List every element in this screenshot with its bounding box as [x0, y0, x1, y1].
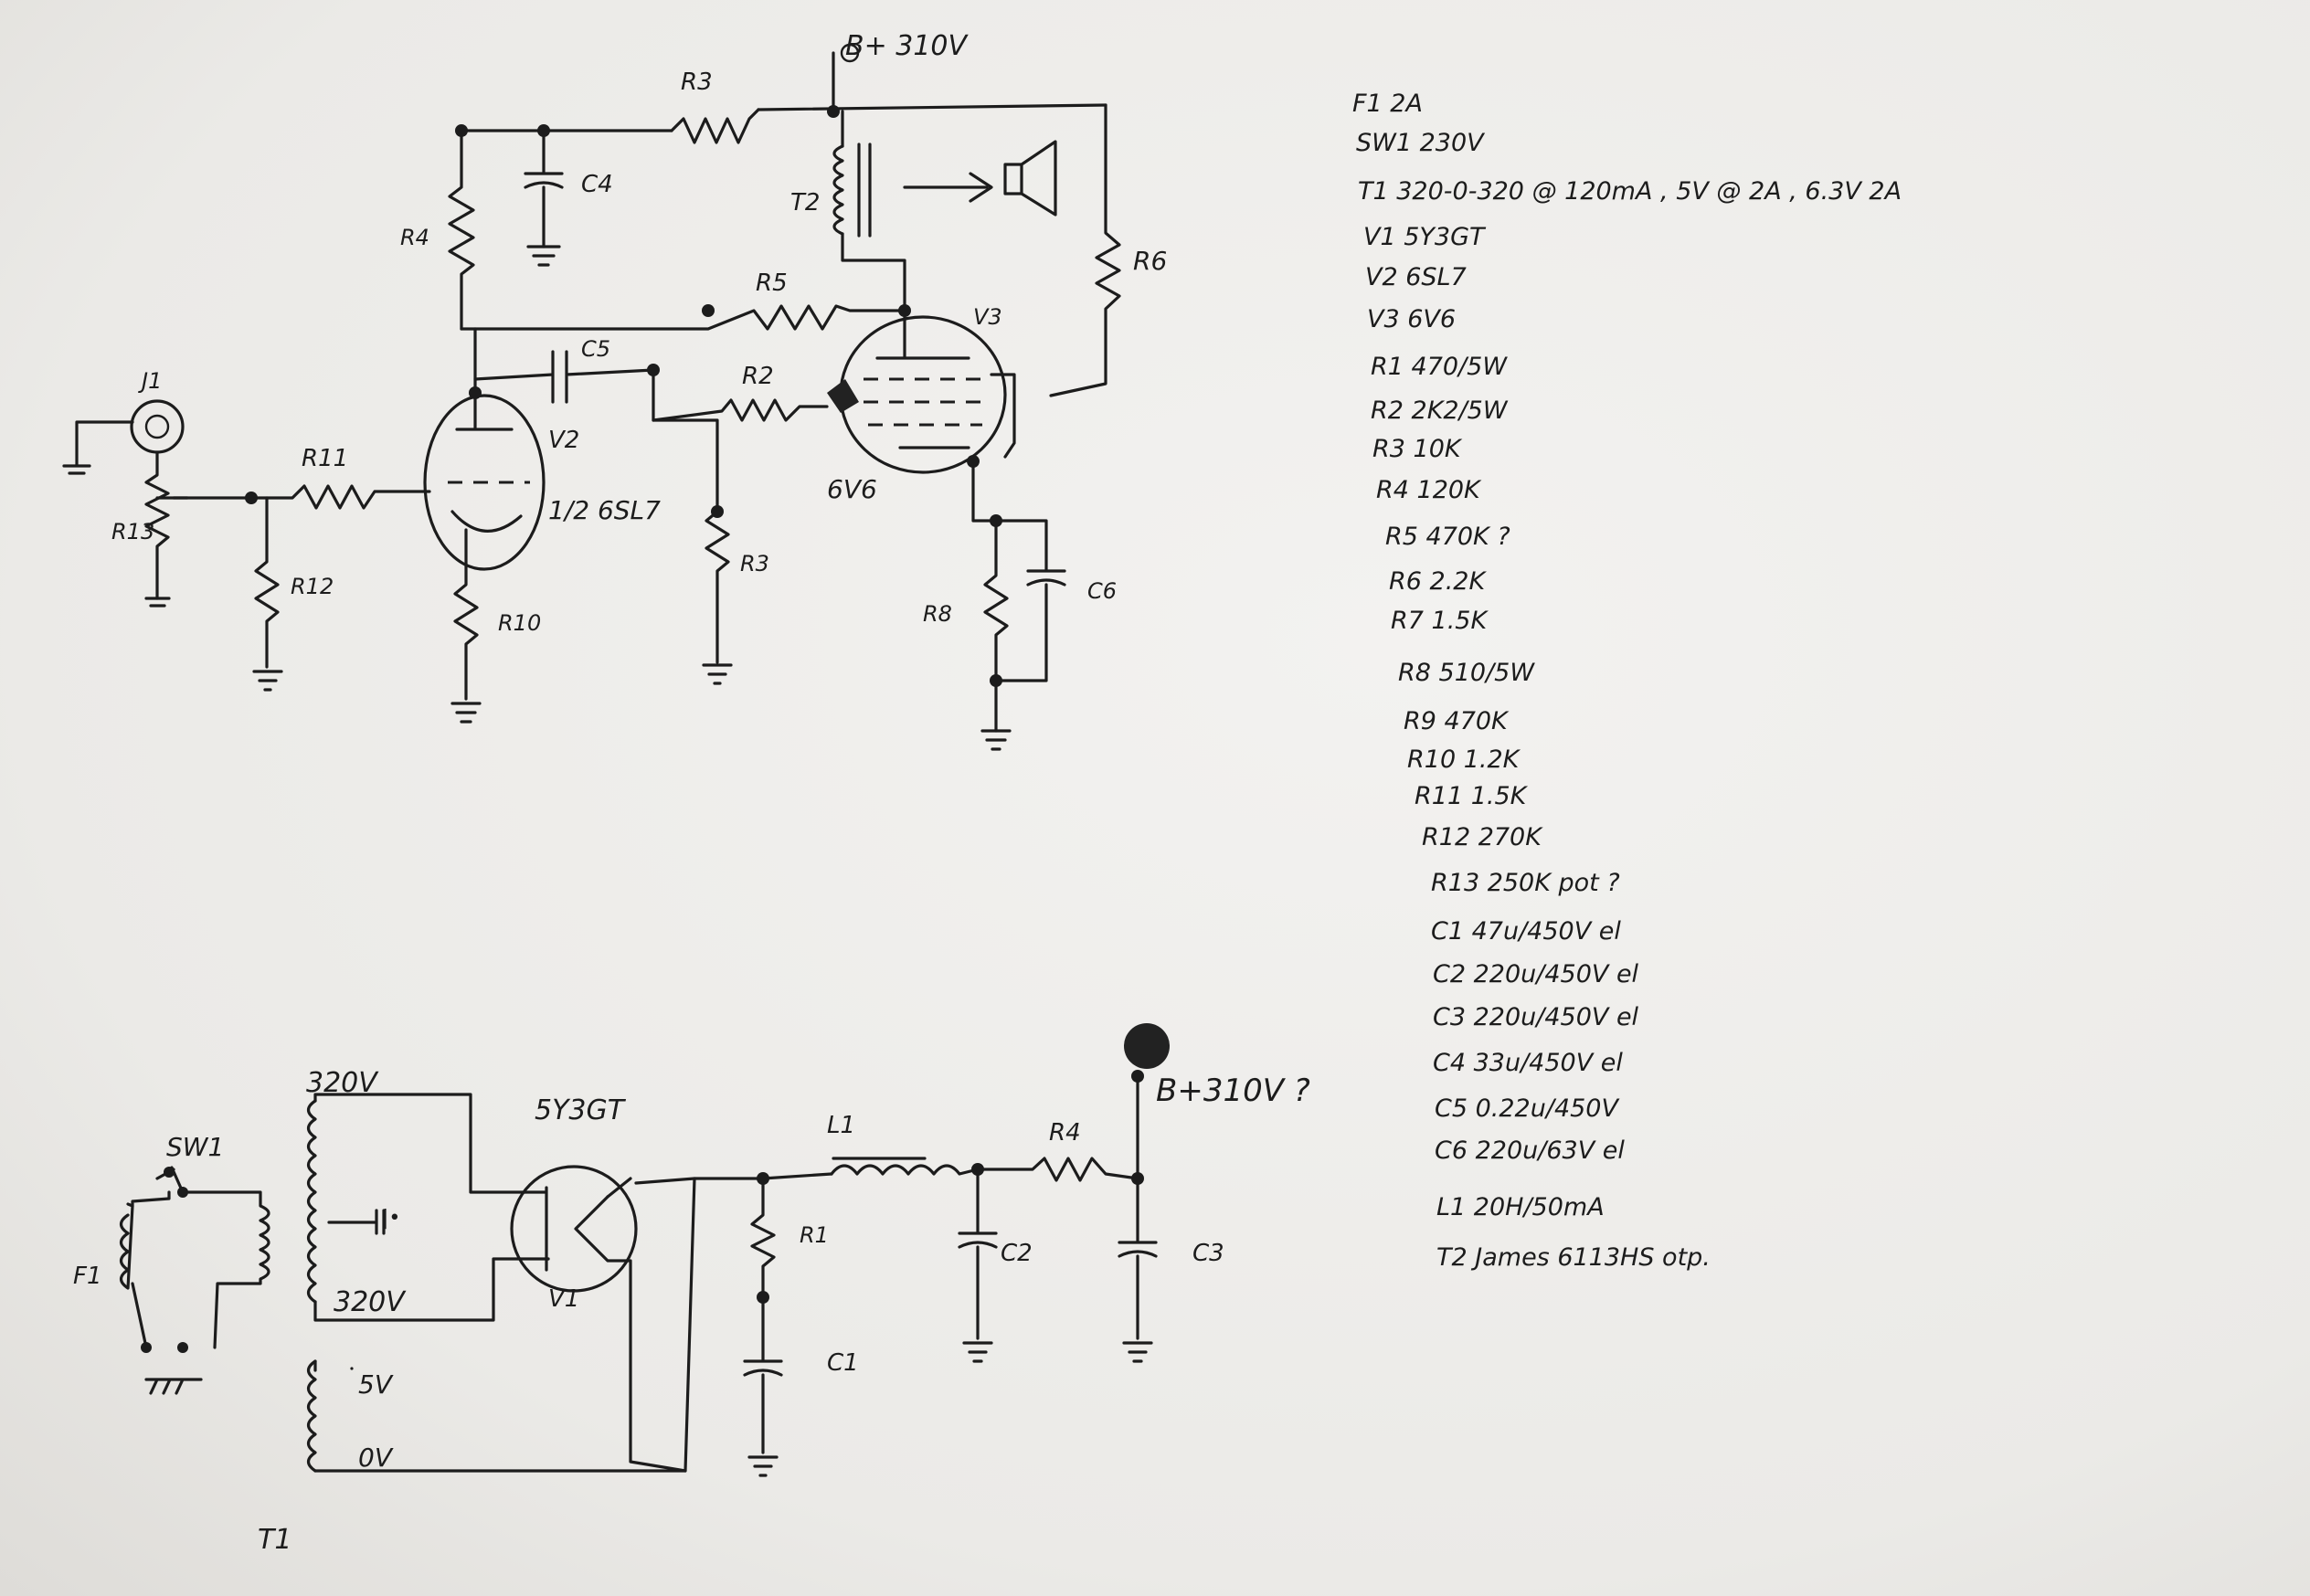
label-r4-psu: R4	[1049, 1119, 1081, 1147]
bom-line: R12 270K	[1422, 823, 1543, 851]
label-r6: R6	[1133, 246, 1167, 276]
label-r11: R11	[302, 445, 348, 472]
label-r3: R3	[681, 69, 713, 96]
speaker-icon	[1003, 140, 1057, 217]
b-plus-label-psu: B+310V ?	[1156, 1073, 1310, 1109]
label-c3: C3	[1192, 1240, 1224, 1267]
label-6v6: 6V6	[827, 474, 877, 504]
label-v3: V3	[973, 304, 1002, 330]
label-t1: T1	[258, 1524, 291, 1556]
bom-line: R13 250K pot ?	[1431, 869, 1620, 897]
power-supply-circuit	[119, 1023, 1170, 1477]
label-320v-top: 320V	[306, 1067, 379, 1099]
bom-line: V1 5Y3GT	[1363, 223, 1487, 251]
label-c6: C6	[1087, 578, 1117, 604]
label-r13: R13	[111, 519, 154, 544]
bom-line: F1 2A	[1352, 90, 1423, 118]
tube-v2	[423, 394, 546, 571]
label-r3-lower: R3	[740, 551, 769, 576]
b-plus-terminal-top	[840, 43, 860, 63]
bom-line: R11 1.5K	[1415, 782, 1529, 810]
label-5y3gt: 5Y3GT	[535, 1094, 627, 1126]
label-c1: C1	[827, 1349, 859, 1377]
bom-line: R3 10K	[1372, 435, 1463, 463]
bom-line: C3 220u/450V el	[1433, 1003, 1639, 1031]
label-t2: T2	[790, 189, 820, 217]
bom-line: R6 2.2K	[1389, 567, 1487, 596]
bom-line: V2 6SL7	[1365, 263, 1467, 291]
bom-line: C1 47u/450V el	[1431, 917, 1621, 946]
label-v2: V2	[548, 427, 579, 454]
jack-j1	[130, 399, 185, 454]
label-320v-bottom: 320V	[334, 1286, 407, 1318]
label-r10: R10	[498, 610, 541, 636]
bom-line: V3 6V6	[1367, 305, 1456, 333]
b-plus-terminal-scribble	[1124, 1023, 1170, 1069]
label-r12: R12	[291, 574, 334, 599]
label-r1: R1	[800, 1222, 829, 1248]
bom-line: L1 20H/50mA	[1436, 1193, 1605, 1221]
bom-line: C2 220u/450V el	[1433, 960, 1639, 988]
label-l1: L1	[827, 1112, 855, 1139]
resistor-r3	[670, 108, 760, 144]
bom-line: R4 120K	[1376, 476, 1482, 504]
bom-line: C4 33u/450V el	[1433, 1049, 1623, 1077]
label-r2: R2	[742, 363, 774, 390]
label-0v: 0V	[358, 1443, 394, 1473]
b-plus-label-top: B+ 310V	[845, 30, 970, 62]
label-v1: V1	[548, 1285, 579, 1313]
label-j1: J1	[138, 368, 162, 394]
bom-line: C6 220u/63V el	[1435, 1136, 1625, 1165]
bom-line: C5 0.22u/450V	[1435, 1094, 1620, 1123]
label-f1: F1	[73, 1263, 102, 1290]
label-5v: 5V	[358, 1369, 394, 1400]
label-sw1: SW1	[166, 1132, 224, 1162]
parts-list: F1 2A SW1 230V T1 320-0-320 @ 120mA , 5V…	[1352, 90, 1902, 1272]
label-ct: |•	[382, 1207, 400, 1230]
rectifier-v1	[510, 1165, 638, 1293]
bom-line: T1 320-0-320 @ 120mA , 5V @ 2A , 6.3V 2A	[1358, 177, 1902, 206]
label-c5: C5	[581, 336, 610, 362]
bom-line: R1 470/5W	[1371, 353, 1508, 381]
label-r4: R4	[400, 225, 429, 250]
label-r8: R8	[923, 601, 952, 627]
label-c4: C4	[581, 171, 613, 198]
bom-line: R8 510/5W	[1398, 659, 1535, 687]
amplifier-circuit	[62, 43, 1121, 751]
label-6sl7: 1/2 6SL7	[548, 495, 661, 525]
bom-line: T2 James 6113HS otp.	[1436, 1243, 1711, 1272]
label-c2: C2	[1001, 1240, 1033, 1267]
label-r5: R5	[756, 270, 788, 297]
bom-line: SW1 230V	[1356, 129, 1486, 157]
bom-line: R2 2K2/5W	[1371, 396, 1509, 425]
choke-l1	[830, 1164, 980, 1176]
bom-line: R9 470K	[1404, 707, 1510, 735]
fuse-f1	[119, 1202, 134, 1290]
bom-line: R7 1.5K	[1391, 607, 1489, 635]
bom-line: R10 1.2K	[1407, 745, 1521, 774]
bom-line: R5 470K ?	[1385, 523, 1510, 551]
